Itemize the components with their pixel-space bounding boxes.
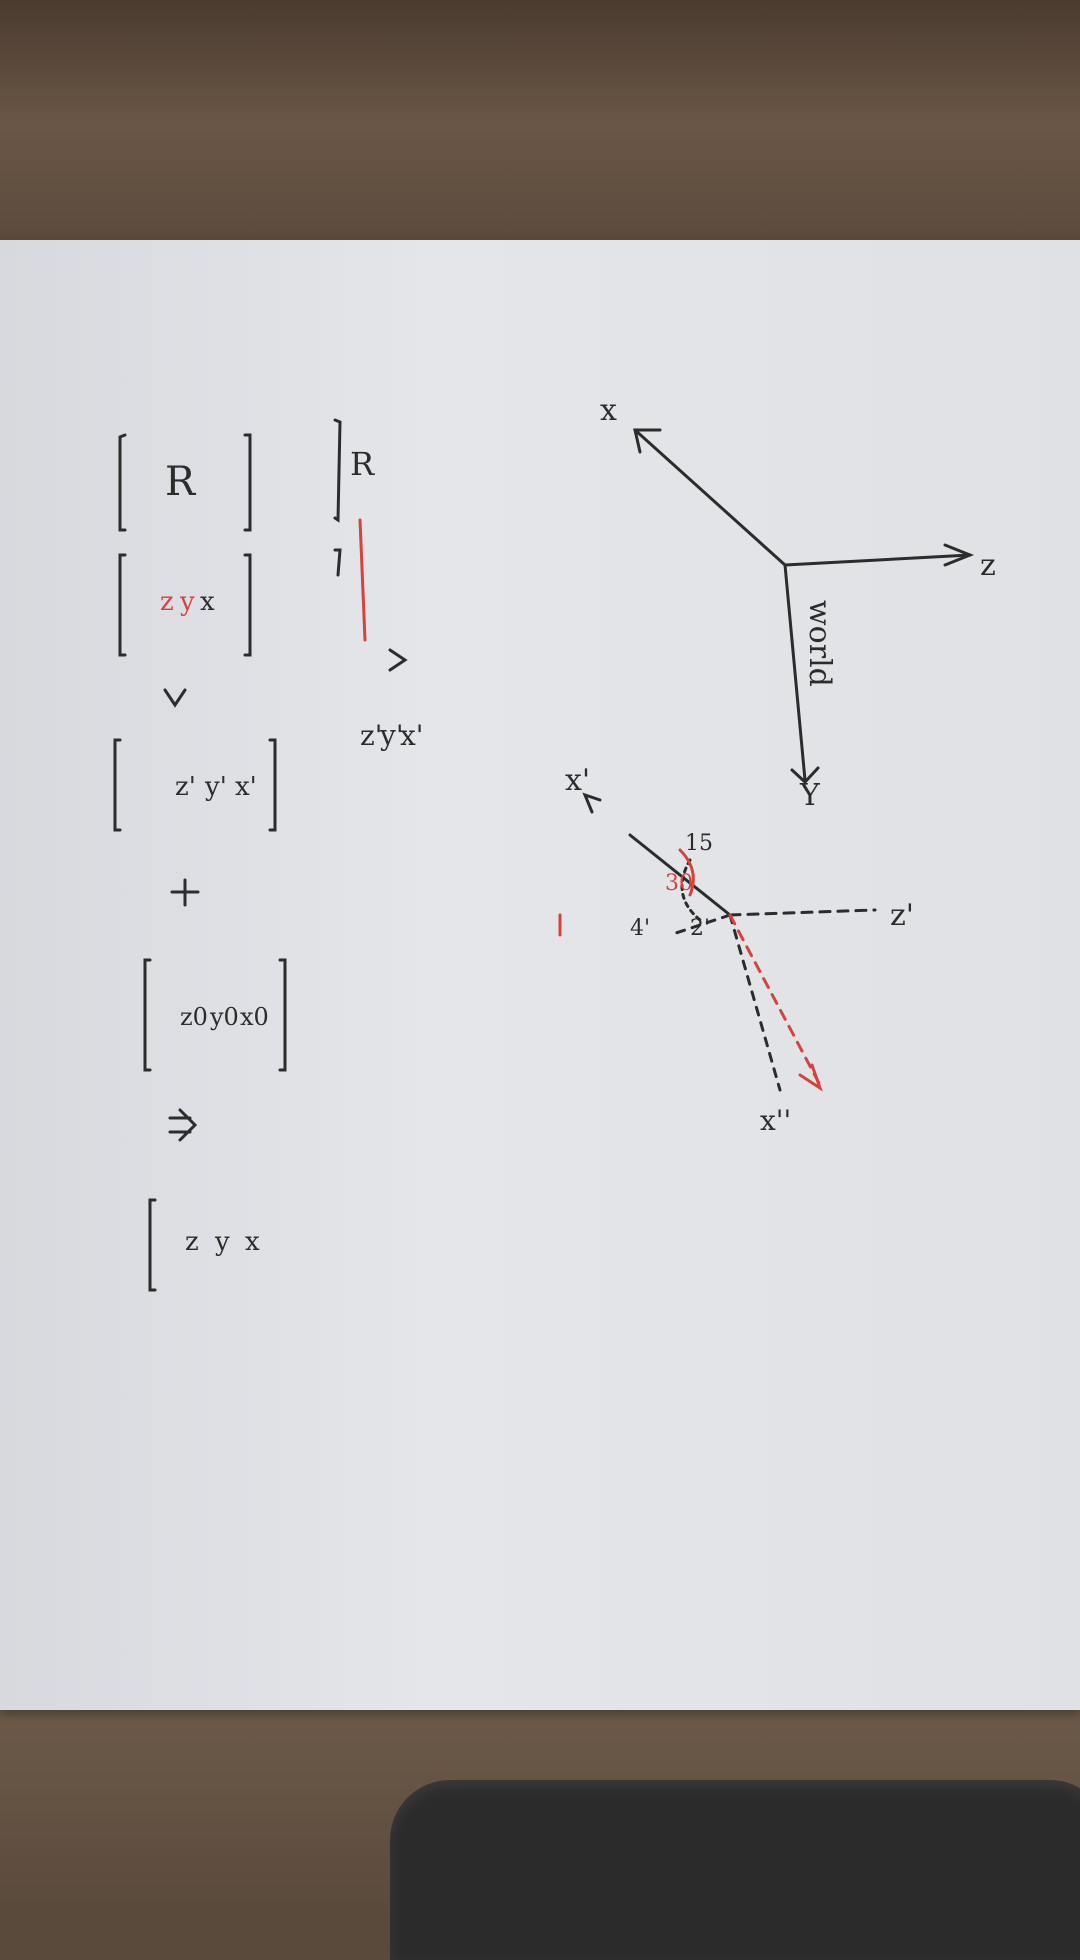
label-world-y: Y (799, 778, 821, 813)
eq2-rot-y: y' (204, 772, 227, 802)
red-y-arrowhead (798, 1063, 823, 1092)
eq2-final-x: x (245, 1227, 260, 1257)
eq2-rot-bracket-left (113, 738, 122, 832)
eq2-in-y: y (179, 587, 195, 617)
eq1-arrow (388, 648, 408, 672)
cam-x-axis (628, 833, 732, 917)
world-y-axis (783, 563, 807, 782)
eq2-R-bracket-left (118, 433, 127, 532)
cam-y-axis (728, 913, 782, 1092)
label-angle-30: 30 (665, 871, 693, 896)
eq2-implies (168, 1108, 198, 1142)
eq1-R-bracket-right (333, 548, 342, 577)
eq2-in-z: z (160, 587, 174, 617)
cam-z-axis (728, 908, 877, 917)
eq2-arrow1 (163, 688, 187, 708)
world-y-arrowhead (790, 766, 820, 785)
red-angle (678, 848, 695, 897)
eq2-trans-x: x0 (240, 1003, 269, 1031)
eq1-result-y: y' (379, 719, 404, 752)
label-angle-4: 4' (630, 916, 650, 941)
eq2-in-bracket-right (243, 553, 252, 657)
label-world-z: z (980, 548, 996, 583)
label-cam-x: x' (565, 763, 590, 798)
red-y-axis (728, 913, 822, 1087)
label-cam-xdouble: x'' (760, 1104, 791, 1137)
handwritten-sketch: world x z Y x' z' x'' 15 30 2' 4' R x' y… (113, 393, 996, 1292)
eq2-R-bracket-right (243, 433, 252, 532)
label-angle-15: 15 (685, 831, 713, 856)
eq2-final-z: z (185, 1227, 199, 1257)
red-strike (358, 518, 367, 642)
wooden-table-top (0, 0, 1080, 250)
world-z-axis (783, 553, 972, 567)
eq2-rot-z: z' (175, 772, 196, 802)
eq2-plus (170, 878, 200, 907)
cam-x-arrowhead (582, 792, 602, 814)
label-angle-2: 2' (690, 916, 710, 941)
eq2-rot-bracket-right (268, 738, 277, 832)
eq2-R: R (165, 459, 197, 505)
cam-diag (668, 913, 732, 937)
eq2-in-bracket-left (118, 553, 127, 657)
eq2-rot-x: x' (235, 772, 257, 802)
world-z-arrowhead (943, 543, 975, 567)
paper-sheet (0, 240, 1080, 1710)
world-x-arrowhead (633, 428, 662, 454)
eq1-R-bracket-left (333, 418, 342, 523)
eq1-R: R (350, 445, 375, 483)
eq2-trans-z: z0 (180, 1003, 208, 1031)
label-world-x: x (600, 393, 617, 428)
world-x-axis (633, 428, 787, 567)
label-cam-z: z' (890, 898, 914, 933)
eq2-final-y: y (214, 1227, 230, 1257)
eq2-in-x: x (200, 587, 215, 617)
eq2-final-bracket-left (148, 1198, 157, 1292)
eq2-trans-bracket-left (143, 958, 152, 1072)
eq2-trans-y: y0 (209, 1003, 239, 1031)
eq2-trans-bracket-right (278, 958, 287, 1072)
eq1-result-z: z' (360, 719, 382, 752)
label-world: world (802, 600, 837, 687)
eq1-result: x' (400, 719, 424, 752)
